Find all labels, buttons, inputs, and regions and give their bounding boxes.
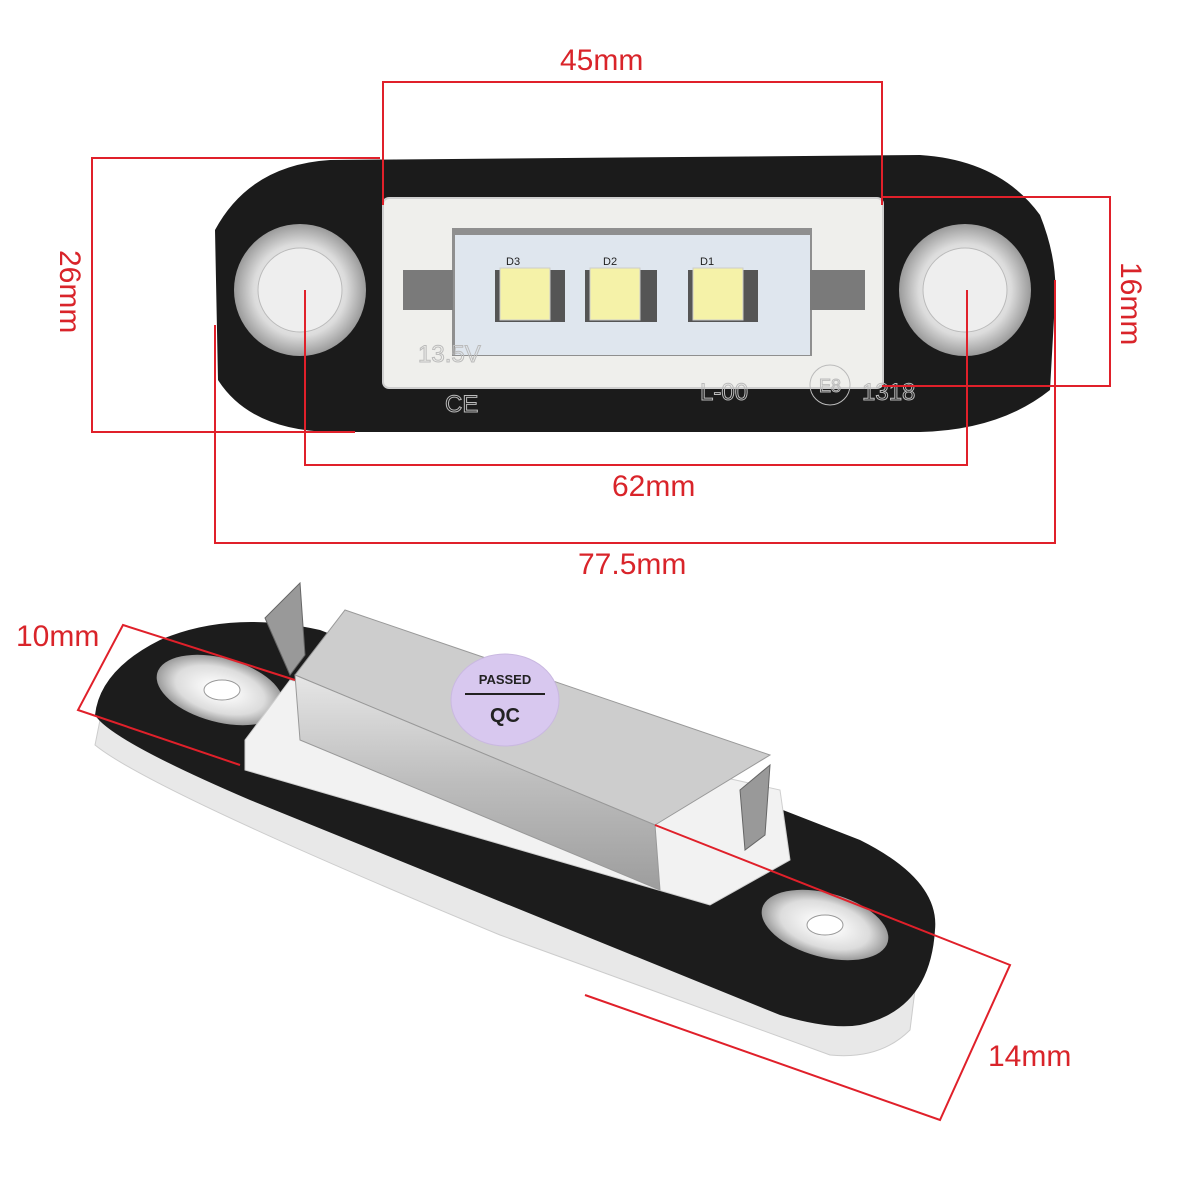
embossed-number: 1318 xyxy=(862,379,915,406)
sticker-passed: PASSED xyxy=(479,672,532,687)
dim-line-10mm xyxy=(76,623,296,766)
led-label-d1: D1 xyxy=(700,256,714,268)
dim-line-77-5mm xyxy=(214,280,1056,544)
led-label-d3: D3 xyxy=(506,256,520,268)
dim-label-26mm: 26mm xyxy=(53,250,86,334)
embossed-ce: CE xyxy=(445,391,478,418)
dim-label-62mm: 62mm xyxy=(612,470,696,503)
sticker-qc: QC xyxy=(490,705,520,727)
dim-line-45mm xyxy=(382,81,883,205)
dim-line-26mm xyxy=(91,157,380,433)
contact-tab-left xyxy=(264,581,306,676)
dimension-lines xyxy=(76,81,1111,1122)
contact-tab-right xyxy=(739,763,771,851)
led-label-d2: D2 xyxy=(603,256,617,268)
dim-label-16mm: 16mm xyxy=(1114,262,1147,346)
dim-label-14mm: 14mm xyxy=(988,1040,1072,1073)
top-lamp: D3 D2 D1 13.5V CE L-00 E8 1318 xyxy=(215,155,1056,432)
dim-line-16mm xyxy=(882,196,1111,387)
led-d1 xyxy=(688,267,758,322)
dim-line-62mm xyxy=(304,290,968,466)
side-lamp: PASSED QC xyxy=(94,581,936,1057)
dim-label-77-5mm: 77.5mm xyxy=(578,548,687,581)
dim-label-10mm: 10mm xyxy=(16,620,100,653)
embossed-emark: E8 xyxy=(819,376,841,396)
embossed-code: L-00 xyxy=(700,379,748,406)
led-d3 xyxy=(495,267,565,322)
embossed-voltage: 13.5V xyxy=(418,341,481,368)
dim-line-14mm xyxy=(584,824,1012,1122)
qc-passed-sticker: PASSED QC xyxy=(450,653,560,747)
led-d2 xyxy=(585,267,657,322)
dim-label-45mm: 45mm xyxy=(560,44,644,77)
